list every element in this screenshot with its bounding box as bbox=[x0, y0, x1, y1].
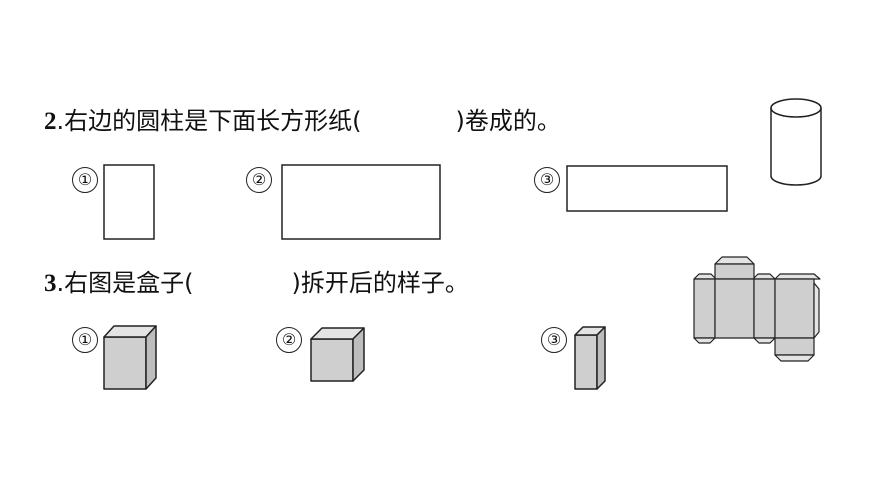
q3-option-2-marker: ② bbox=[276, 327, 302, 353]
question-3-text-end: )拆开后的样子。 bbox=[291, 269, 469, 297]
box-option-2 bbox=[310, 327, 365, 382]
question-3-text: .右图是盒子( bbox=[56, 269, 194, 297]
q2-option-2-marker: ② bbox=[246, 167, 272, 193]
q3-option-3-marker: ③ bbox=[541, 327, 567, 353]
cylinder-body bbox=[770, 108, 822, 186]
rectangle-option-1 bbox=[103, 164, 155, 240]
question-2-number: 2 bbox=[44, 108, 57, 135]
question-2-text-end: )卷成的。 bbox=[455, 107, 561, 135]
cylinder-figure bbox=[770, 98, 822, 186]
question-2: 2.右边的圆柱是下面长方形纸( )卷成的。 bbox=[44, 106, 561, 137]
q3-option-1-marker: ① bbox=[72, 327, 98, 353]
box-net-figure bbox=[693, 256, 821, 362]
rectangle-option-3 bbox=[566, 165, 728, 212]
box-option-1 bbox=[103, 325, 157, 390]
box-option-3 bbox=[574, 326, 606, 390]
question-3: 3.右图是盒子( )拆开后的样子。 bbox=[44, 268, 469, 299]
cylinder-top bbox=[770, 98, 822, 118]
question-2-text: .右边的圆柱是下面长方形纸( bbox=[56, 107, 362, 135]
question-3-number: 3 bbox=[44, 270, 57, 297]
rectangle-option-2 bbox=[281, 164, 441, 240]
q2-option-3-marker: ③ bbox=[534, 167, 560, 193]
q2-option-1-marker: ① bbox=[72, 167, 98, 193]
